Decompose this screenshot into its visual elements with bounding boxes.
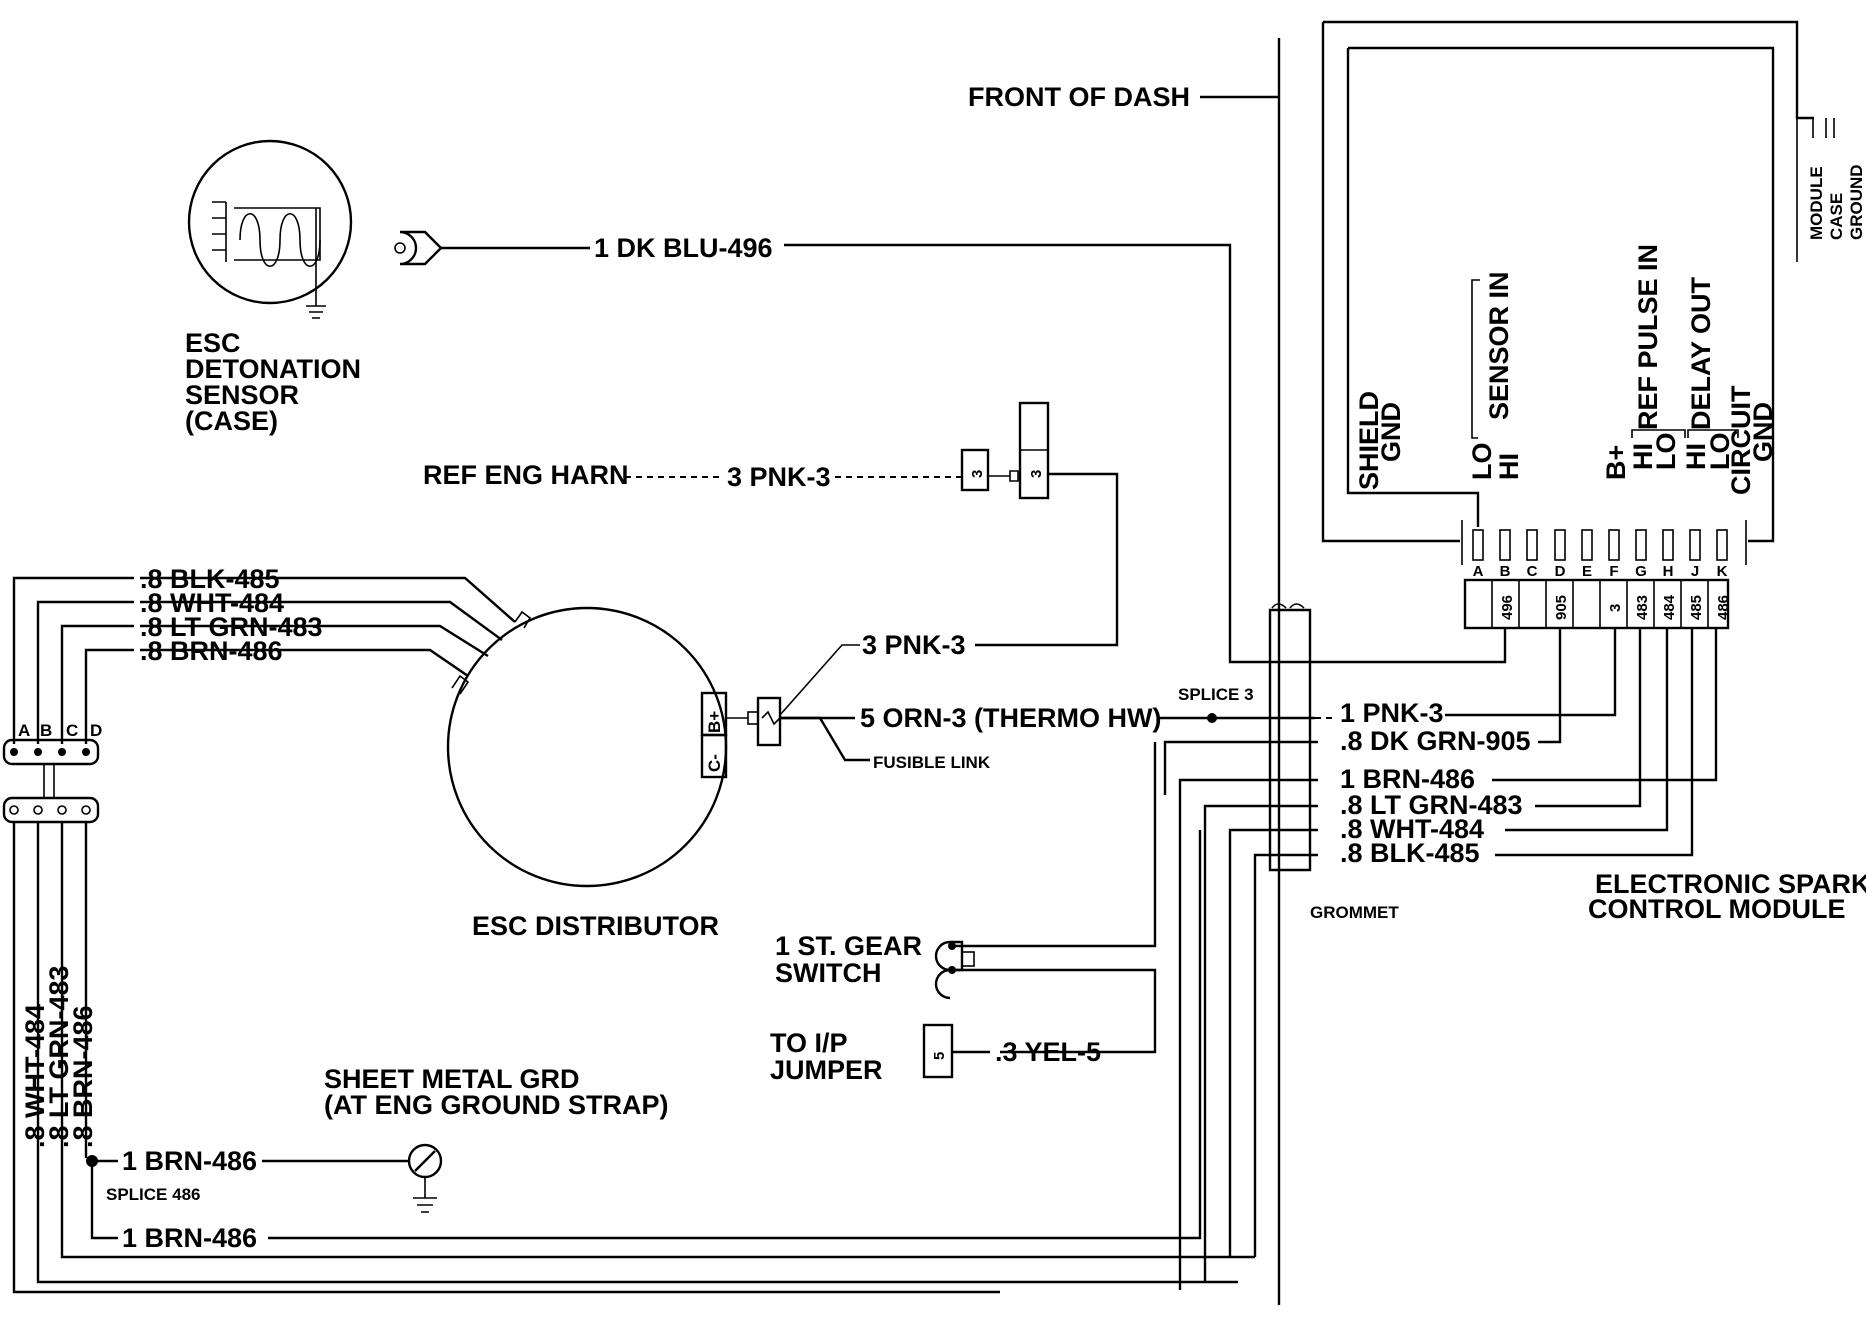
svg-text:MODULE: MODULE [1807,166,1826,240]
dist-wire-ltgrn: .8 LT GRN-483 [140,612,323,642]
brn-splice-label-1: 1 BRN-486 [122,1146,257,1176]
svg-text:CIRCUIT: CIRCUIT [1726,385,1756,495]
svg-text:905: 905 [1553,595,1570,620]
svg-text:A: A [1473,563,1484,580]
dist-pnk-label: 3 PNK-3 [862,630,966,660]
module-connector: A B C D E F G H J K 496 905 3 483 484 48… [1461,520,1747,630]
sensor-connector [394,230,443,266]
svg-text:LO: LO [1705,433,1735,471]
svg-text:B+: B+ [1601,445,1631,480]
right-wire-pnk: 1 PNK-3 [1340,698,1444,728]
svg-text:3: 3 [969,470,986,478]
splice-3-label: SPLICE 3 [1178,685,1254,704]
svg-text:496: 496 [1499,595,1516,620]
sheet-metal-label-2: (AT ENG GROUND STRAP) [324,1090,669,1120]
svg-text:485: 485 [1688,595,1705,620]
svg-text:5: 5 [931,1052,948,1060]
dist-wire-wht: .8 WHT-484 [140,588,284,618]
svg-text:.8 WHT-484: .8 WHT-484 [20,1004,50,1148]
dist-wire-brn: .8 BRN-486 [140,636,283,666]
right-wire-dkgrn: .8 DK GRN-905 [1340,726,1531,756]
connector-5 [922,1023,954,1079]
connector-3a [960,448,990,492]
svg-text:D: D [1555,563,1566,580]
fusible-link-label: FUSIBLE LINK [873,753,991,772]
sensor-title-1: ESC [185,328,241,358]
module-case-ground-label: MODULE CASE GROUND [1807,164,1866,240]
svg-text:A: A [18,721,30,740]
svg-text:.8 BRN-486: .8 BRN-486 [68,1005,98,1148]
svg-text:J: J [1691,563,1699,580]
svg-text:C-: C- [705,754,724,772]
svg-text:SENSOR IN: SENSOR IN [1484,271,1514,420]
distributor-4pin-connector: A B C D [2,721,102,824]
svg-text:G: G [1635,563,1647,580]
right-wire-wht: .8 WHT-484 [1340,814,1484,844]
yel-wire-label: .3 YEL-5 [995,1037,1101,1067]
orn-wire-label: 5 ORN-3 (THERMO HW) [860,703,1161,733]
svg-text:HI: HI [1494,453,1524,480]
svg-text:HI: HI [1681,443,1711,470]
module-circuit-numbers: 496 905 3 483 484 485 486 [1499,594,1732,620]
right-wire-blk: .8 BLK-485 [1340,838,1480,868]
sensor-wire-label: 1 DK BLU-496 [594,233,773,263]
svg-text:B: B [1500,563,1511,580]
grommet-label: GROMMET [1310,903,1399,922]
svg-text:483: 483 [1634,595,1651,620]
svg-text:GND: GND [1376,402,1406,462]
svg-text:3: 3 [1028,470,1045,478]
svg-text:K: K [1717,563,1728,580]
svg-text:486: 486 [1715,595,1732,620]
right-wire-ltgrn: .8 LT GRN-483 [1340,790,1523,820]
svg-text:B+: B+ [705,711,724,733]
module-title-1: ELECTRONIC SPARK [1595,869,1866,899]
dist-wire-blk: .8 BLK-485 [140,564,280,594]
svg-text:B: B [40,721,52,740]
module-title-2: CONTROL MODULE [1588,894,1846,924]
svg-text:H: H [1663,563,1674,580]
module-function-labels: SHIELD GND LO HI SENSOR IN B+ HI LO REF … [1354,244,1778,495]
distributor-label: ESC DISTRIBUTOR [472,911,719,941]
svg-text:LO: LO [1467,443,1497,481]
gear-switch-label-1: 1 ST. GEAR [775,931,922,961]
ref-harn-label: REF ENG HARN [423,460,629,490]
svg-text:GND: GND [1748,402,1778,462]
svg-text:3: 3 [1607,604,1624,612]
sheet-metal-label-1: SHEET METAL GRD [324,1064,580,1094]
detonation-sensor [187,139,353,319]
gear-switch-label-2: SWITCH [775,958,881,988]
svg-text:D: D [90,721,102,740]
brn-splice-label-2: 1 BRN-486 [122,1223,257,1253]
sensor-title-2: DETONATION [185,354,361,384]
sensor-title-3: SENSOR [185,380,299,410]
sensor-title-4: (CASE) [185,406,278,436]
ip-jumper-label-1: TO I/P [770,1028,848,1058]
front-of-dash-label: FRONT OF DASH [968,82,1190,112]
svg-text:F: F [1609,563,1618,580]
grommet [1268,608,1312,872]
svg-text:CASE: CASE [1827,193,1846,240]
svg-text:SHIELD: SHIELD [1354,391,1384,490]
svg-text:484: 484 [1661,594,1678,620]
ip-jumper-label-2: JUMPER [770,1055,883,1085]
right-wire-brn: 1 BRN-486 [1340,764,1475,794]
svg-text:GROUND: GROUND [1847,164,1866,240]
svg-text:C: C [66,721,78,740]
svg-text:LO: LO [1651,433,1681,471]
svg-text:C: C [1527,563,1538,580]
svg-text:REF PULSE IN: REF PULSE IN [1633,244,1663,430]
svg-text:DELAY OUT: DELAY OUT [1686,276,1716,430]
svg-text:HI: HI [1628,443,1658,470]
ref-wire-label: 3 PNK-3 [727,462,831,492]
vertical-wire-labels: .8 WHT-484 .8 LT GRN-483 .8 BRN-486 [20,965,98,1148]
splice-486-label: SPLICE 486 [106,1185,201,1204]
module-pin-letters: A B C D E F G H J K [1473,563,1728,580]
splice-3-dot [1207,713,1217,723]
svg-text:E: E [1582,563,1592,580]
esc-distributor [446,606,728,888]
svg-text:.8 LT GRN-483: .8 LT GRN-483 [44,965,74,1148]
